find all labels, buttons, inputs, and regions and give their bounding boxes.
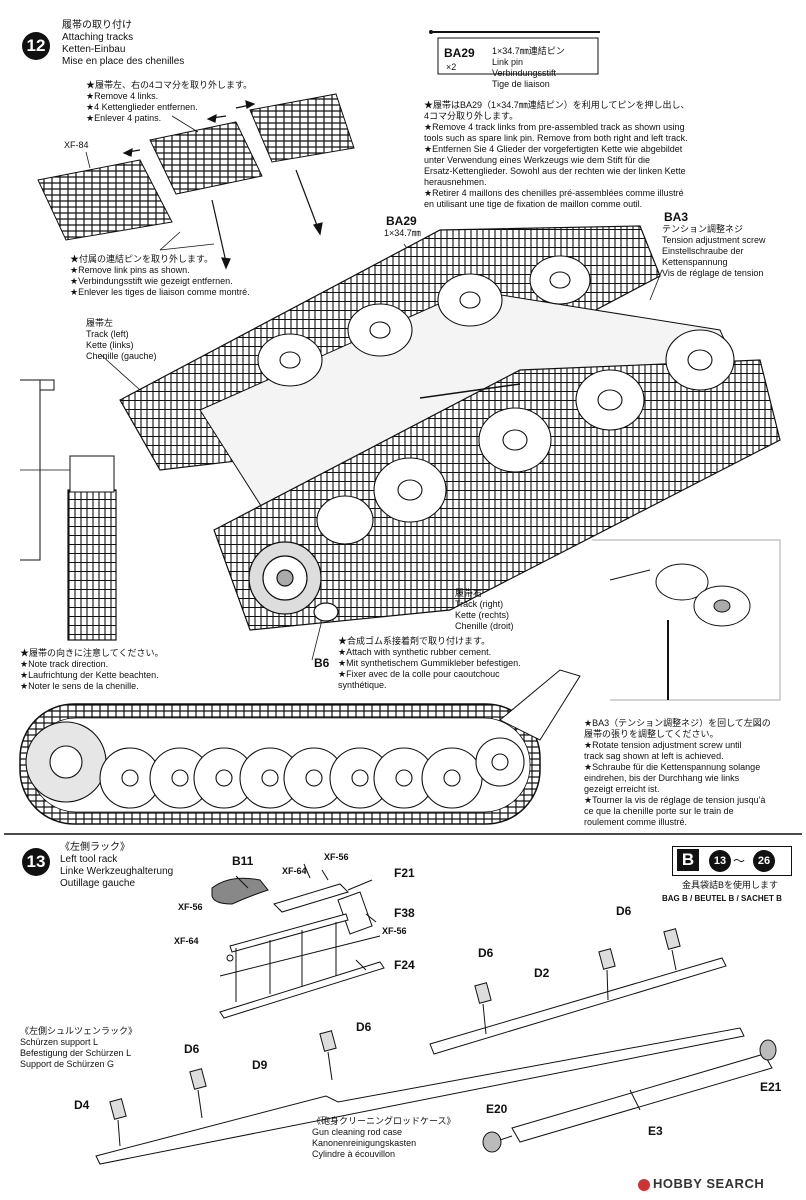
track-direction-note: ★履帯の向きに注意してください。 ★Note track direction. … (20, 648, 164, 691)
f24-label: F24 (394, 958, 415, 972)
e21-label: E21 (760, 1080, 782, 1094)
f21-label: F21 (394, 866, 415, 880)
bag-tilde: ～ (733, 854, 746, 868)
track-left-label: 履帯左 Track (left) Kette (links) Chenille … (86, 318, 157, 361)
link-arrows (122, 100, 323, 270)
xf56-label-c: XF-56 (382, 926, 407, 936)
step-13-title: 《左側ラック》 Left tool rack Linke Werkzeughal… (60, 842, 174, 889)
watermark-text: HOBBY SEARCH (653, 1176, 765, 1191)
schurzen-label: 《左側シュルツェンラック》 Schürzen support L Befesti… (20, 1026, 138, 1069)
ba29-size: 1×34.7㎜ (384, 228, 421, 238)
xf84-label: XF-84 (64, 140, 89, 150)
tool-rack-drawing (211, 877, 385, 1019)
bag-note: BAG B / BEUTEL B / SACHET B (662, 894, 782, 903)
rod-case-drawing (482, 1039, 777, 1153)
removed-track-links (37, 93, 355, 241)
d6-label-b: D6 (478, 946, 494, 960)
bag-b-box: B 13 ～ 26 (672, 846, 792, 876)
d6-label-c: D6 (356, 1020, 372, 1034)
remove-links-note: ★履帯左、右の4コマ分を取り外します。 ★Remove 4 links. ★4 … (86, 80, 253, 123)
xf56-label-b: XF-56 (178, 902, 203, 912)
pin-removal-instructions: ★履帯はBA29（1×34.7㎜連結ピン）を利用してピンを押し出し、 4コマ分取… (424, 100, 690, 209)
side-view-drawing (19, 669, 581, 825)
xf64-label-a: XF-64 (282, 866, 307, 876)
remove-pins-note: ★付属の連結ピンを取り外します。 ★Remove link pins as sh… (70, 254, 250, 297)
ba29-label: BA29 (386, 214, 417, 228)
track-direction-drawing (20, 379, 117, 641)
xf56-label-a: XF-56 (324, 852, 349, 862)
arrows-13 (235, 863, 377, 971)
d9-label: D9 (252, 1058, 268, 1072)
b11-label: B11 (232, 854, 254, 868)
tank-hull-drawing (119, 225, 781, 631)
d4-label: D4 (74, 1098, 90, 1112)
ba3-label: BA3 (664, 210, 689, 224)
hobby-search-watermark: HOBBY SEARCH (638, 1176, 764, 1191)
step-12-number: 12 (22, 32, 50, 60)
d6-label-d: D6 (184, 1042, 200, 1056)
ba29-pin-drawing (429, 30, 600, 75)
schurzen-rack-drawing (95, 928, 745, 1165)
bag-from: 13 (709, 850, 731, 872)
e20-label: E20 (486, 1102, 508, 1116)
d6-label-a: D6 (616, 904, 632, 918)
e3-label: E3 (648, 1124, 663, 1138)
watermark-icon (638, 1178, 650, 1191)
f38-label: F38 (394, 906, 415, 920)
track-right-label: 履帯右 Track (right) Kette (rechts) Chenill… (455, 588, 514, 631)
cement-note: ★合成ゴム系接着剤で取り付けます。 ★Attach with synthetic… (338, 636, 521, 690)
tension-detail-drawing (592, 539, 781, 701)
tension-note: ★BA3（テンション調整ネジ）を回して左図の 履帯の張りを調整してください。 ★… (584, 718, 771, 827)
bag-to: 26 (753, 850, 775, 872)
ba29-box-code: BA29 (444, 46, 475, 60)
ba29-box-qty: ×2 (446, 62, 457, 72)
step-13-number: 13 (22, 848, 50, 876)
ba29-box-desc: 1×34.7㎜連結ピン Link pin Verbindungsstift Ti… (492, 46, 565, 89)
xf64-label-b: XF-64 (174, 936, 199, 946)
bag-letter: B (677, 849, 699, 871)
rod-case-label: 《砲身クリーニングロッドケース》 Gun cleaning rod case K… (312, 1116, 456, 1159)
ba3-desc: テンション調整ネジ Tension adjustment screw Einst… (662, 224, 766, 278)
d2-label: D2 (534, 966, 550, 980)
step-12-title: 履帯の取り付け Attaching tracks Ketten-Einbau M… (62, 20, 185, 67)
bag-note-jp: 金具袋詰Bを使用します (682, 880, 779, 890)
b6-label: B6 (314, 656, 330, 670)
